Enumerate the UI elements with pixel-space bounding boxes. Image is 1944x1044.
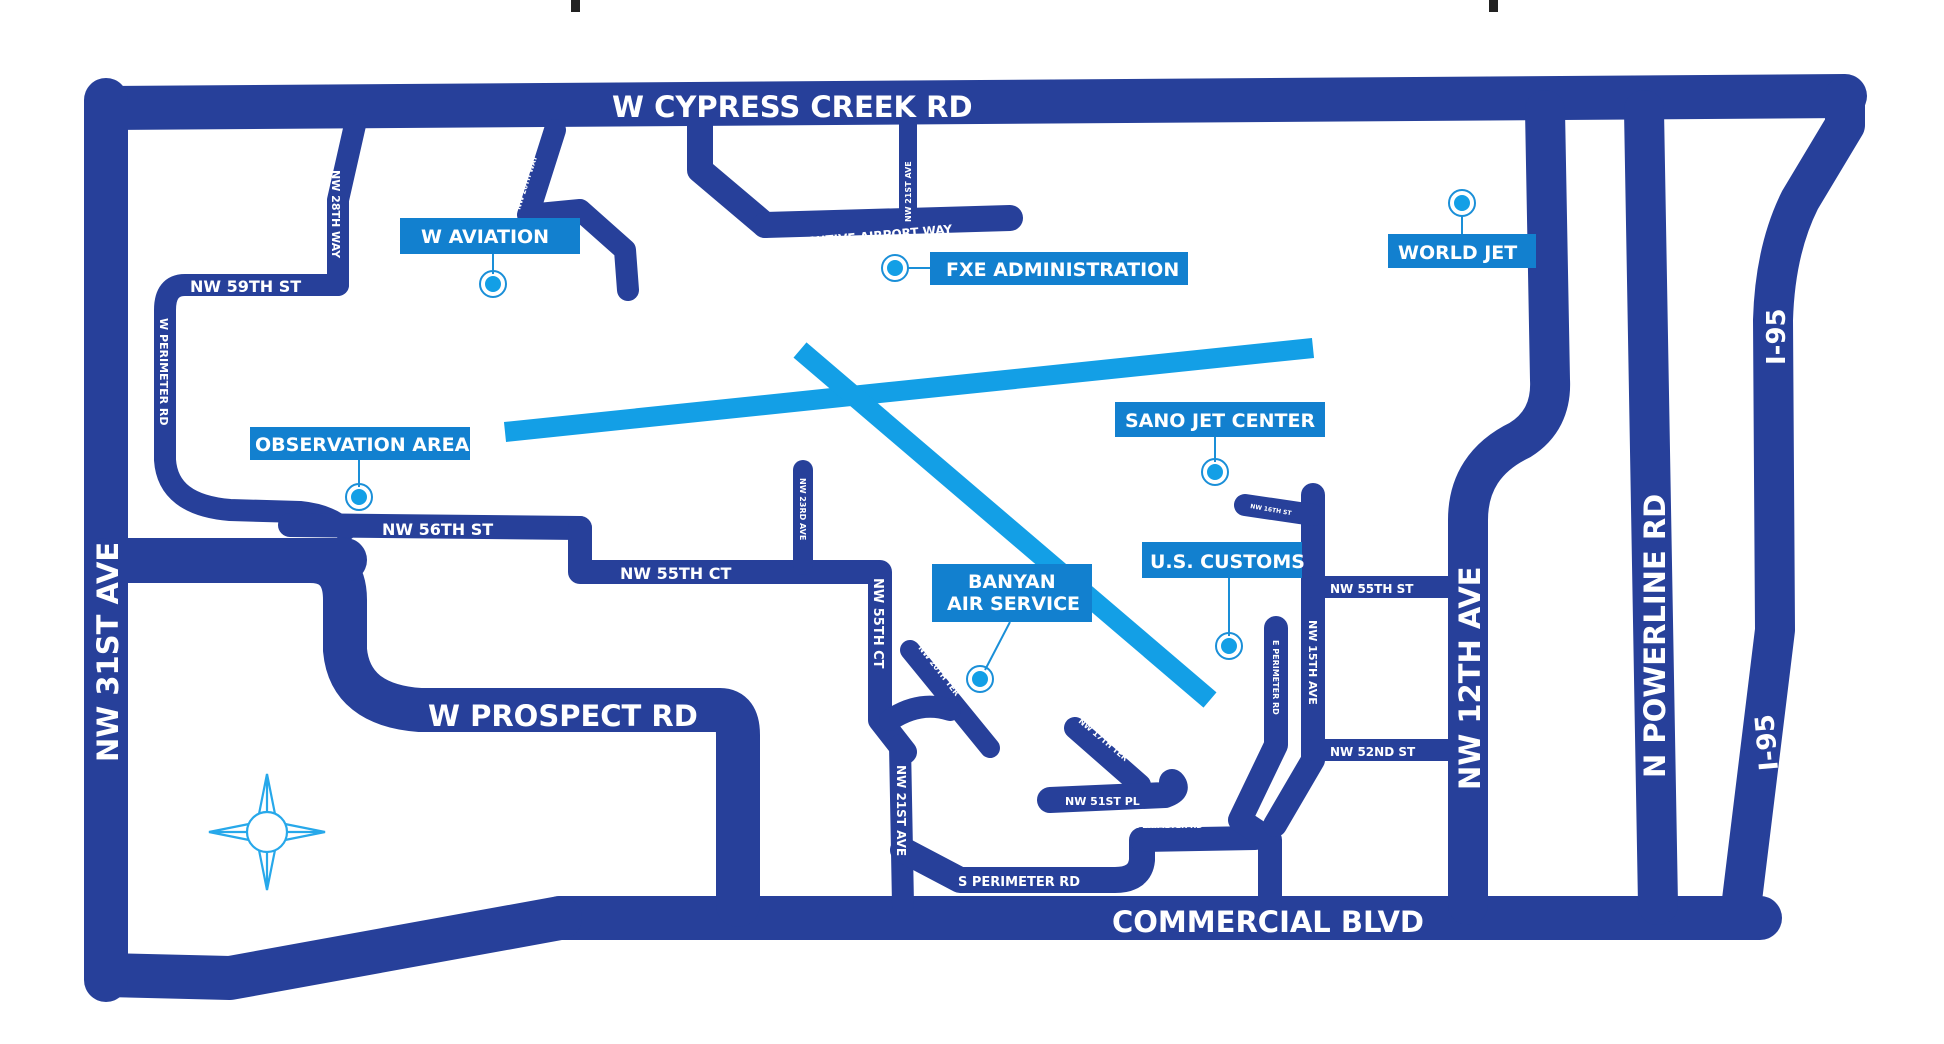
road-w-cypress-creek-rd[interactable]: [84, 74, 1867, 130]
label-nw-15th-ave: NW 15TH AVE: [1306, 620, 1319, 705]
road-nw-26th-way[interactable]: [517, 119, 639, 301]
label-w-perimeter-rd: W PERIMETER RD: [157, 318, 170, 425]
major-road-labels: W CYPRESS CREEK RD COMMERCIAL BLVD NW 31…: [91, 90, 1792, 939]
poi-world-jet[interactable]: WORLD JET: [1388, 189, 1536, 268]
poi-sano-jet-center[interactable]: SANO JET CENTER: [1115, 402, 1325, 486]
road-nw-28th-way[interactable]: [327, 114, 366, 296]
label-nw-21st-ave-north: NW 21ST AVE: [904, 161, 913, 222]
road-nw-21st-ave-south[interactable]: [889, 734, 914, 916]
poi-label-box: [1115, 402, 1325, 437]
label-e-perimeter-rd-v: E PERIMETER RD: [1271, 640, 1280, 715]
label-nw-55th-ct-v: NW 55TH CT: [870, 578, 885, 669]
poi-label-box: [1142, 542, 1302, 578]
poi-banyan-air-service[interactable]: BANYAN AIR SERVICE: [932, 564, 1092, 693]
label-nw-31st-ave: NW 31ST AVE: [91, 542, 125, 762]
road-nw-16th-st[interactable]: [1234, 494, 1324, 526]
runway-diagonal[interactable]: [793, 342, 1217, 708]
poi-fxe-administration[interactable]: FXE ADMINISTRATION: [881, 252, 1188, 285]
poi-label-box: [932, 564, 1092, 622]
location-pin-icon: [1215, 632, 1243, 660]
page-edge-mark-left: [571, 0, 580, 12]
label-nw-28th-way: NW 28TH WAY: [329, 170, 342, 259]
label-nw-21st-ave-south: NW 21ST AVE: [894, 765, 908, 856]
label-nw-55th-st: NW 55TH ST: [1330, 582, 1414, 596]
label-s-perimeter-rd: S PERIMETER RD: [958, 875, 1080, 890]
points-of-interest: W AVIATION FXE ADMINISTRATION WORLD JET …: [250, 189, 1536, 693]
runway-east-west[interactable]: [503, 338, 1315, 442]
location-pin-icon: [479, 270, 507, 298]
road-nw-12th-ave[interactable]: [1448, 90, 1571, 925]
label-n-powerline-rd: N POWERLINE RD: [1638, 494, 1672, 778]
road-i95[interactable]: [1722, 76, 1865, 920]
label-e-perimeter-rd-h: E PERIMETER RD: [1128, 821, 1203, 830]
poi-label: U.S. CUSTOMS: [1150, 551, 1305, 573]
minor-roads: [84, 97, 1471, 917]
poi-label-box: [250, 427, 470, 460]
label-nw-23rd-ave: NW 23RD AVE: [798, 478, 807, 540]
road-commercial-blvd-west[interactable]: [84, 896, 582, 1000]
poi-w-aviation[interactable]: W AVIATION: [400, 218, 580, 298]
road-nw-56th-st[interactable]: [278, 513, 592, 540]
road-executive-airport-way[interactable]: [752, 205, 1023, 238]
location-pin-icon: [1201, 458, 1229, 486]
label-i95-upper: I-95: [1762, 308, 1792, 365]
poi-observation-area[interactable]: OBSERVATION AREA: [250, 427, 470, 511]
label-nw-51st-pl: NW 51ST PL: [1065, 795, 1140, 808]
road-nw-20th-ter-link[interactable]: [879, 695, 961, 731]
road-e-perimeter-rd-v[interactable]: [1228, 616, 1288, 917]
compass-rose-icon: [208, 773, 326, 891]
poi-label-box: [400, 218, 580, 254]
label-commercial-blvd: COMMERCIAL BLVD: [1112, 905, 1424, 939]
label-nw-55th-ct-h: NW 55TH CT: [620, 564, 731, 583]
poi-label: WORLD JET: [1398, 242, 1517, 264]
road-nw-17th-ter[interactable]: [1064, 717, 1151, 796]
label-nw-12th-ave: NW 12TH AVE: [1453, 566, 1487, 790]
location-pin-icon: [345, 483, 373, 511]
runways: [503, 338, 1315, 708]
poi-label: SANO JET CENTER: [1125, 410, 1315, 432]
poi-label-box: [1388, 234, 1536, 268]
poi-label-box: [930, 252, 1188, 285]
road-e-perimeter-rd-h[interactable]: [1130, 826, 1267, 852]
road-w-prospect-rd[interactable]: [84, 539, 760, 927]
location-pin-icon: [966, 665, 994, 693]
poi-label-line1: BANYAN: [968, 571, 1056, 593]
label-nw-59th-st: NW 59TH ST: [190, 277, 301, 296]
poi-label: FXE ADMINISTRATION: [946, 259, 1179, 281]
road-n-powerline-rd[interactable]: [1624, 90, 1678, 925]
poi-us-customs[interactable]: U.S. CUSTOMS: [1142, 542, 1305, 660]
label-i95-lower: I-95: [1750, 713, 1785, 772]
page-edge-mark-right: [1489, 0, 1498, 12]
label-w-cypress-creek-rd: W CYPRESS CREEK RD: [612, 90, 973, 124]
label-nw-56th-st: NW 56TH ST: [382, 520, 493, 539]
road-nw-59th-st[interactable]: [154, 274, 356, 541]
poi-label: W AVIATION: [421, 226, 549, 248]
label-nw-52nd-st: NW 52ND ST: [1330, 745, 1416, 759]
label-w-prospect-rd: W PROSPECT RD: [428, 699, 698, 733]
poi-label-line2: AIR SERVICE: [947, 593, 1080, 615]
road-exec-airport-way-branch[interactable]: [687, 97, 778, 238]
road-nw-51st-pl[interactable]: [1037, 769, 1188, 813]
poi-label: OBSERVATION AREA: [255, 434, 470, 456]
road-s-perimeter-rd[interactable]: [890, 827, 1155, 893]
